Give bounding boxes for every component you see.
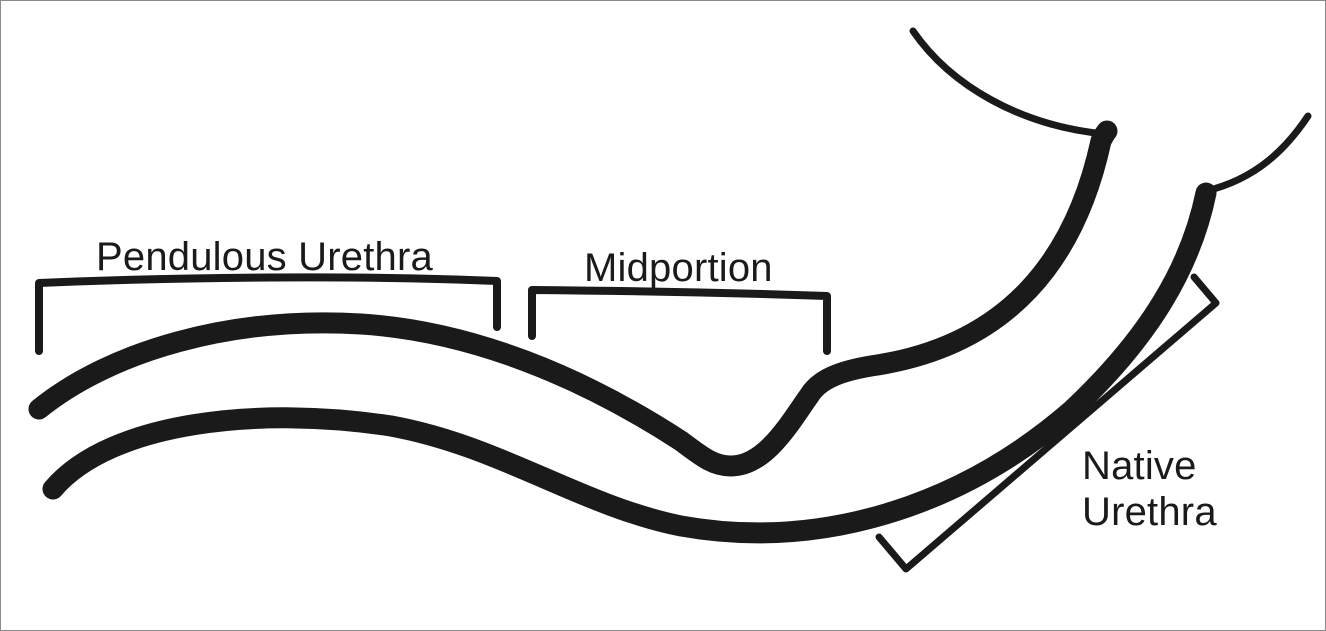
native-urethra-label-line1: Native bbox=[1082, 444, 1197, 488]
upper-curve-tail bbox=[909, 27, 1109, 138]
pendulous-urethra-label: Pendulous Urethra bbox=[96, 235, 433, 279]
native-urethra-bracket bbox=[875, 273, 1220, 573]
native-urethra-label-line2: Urethra bbox=[1082, 490, 1217, 534]
pendulous-bracket bbox=[35, 273, 501, 355]
midportion-label: Midportion bbox=[584, 246, 773, 290]
midportion-bracket bbox=[528, 286, 831, 355]
lower-curve-tail bbox=[1202, 112, 1312, 195]
upper-urethra-wall bbox=[28, 120, 1118, 477]
lower-urethra-wall bbox=[42, 182, 1217, 544]
native-urethra-label: Native Urethra bbox=[1082, 443, 1242, 535]
